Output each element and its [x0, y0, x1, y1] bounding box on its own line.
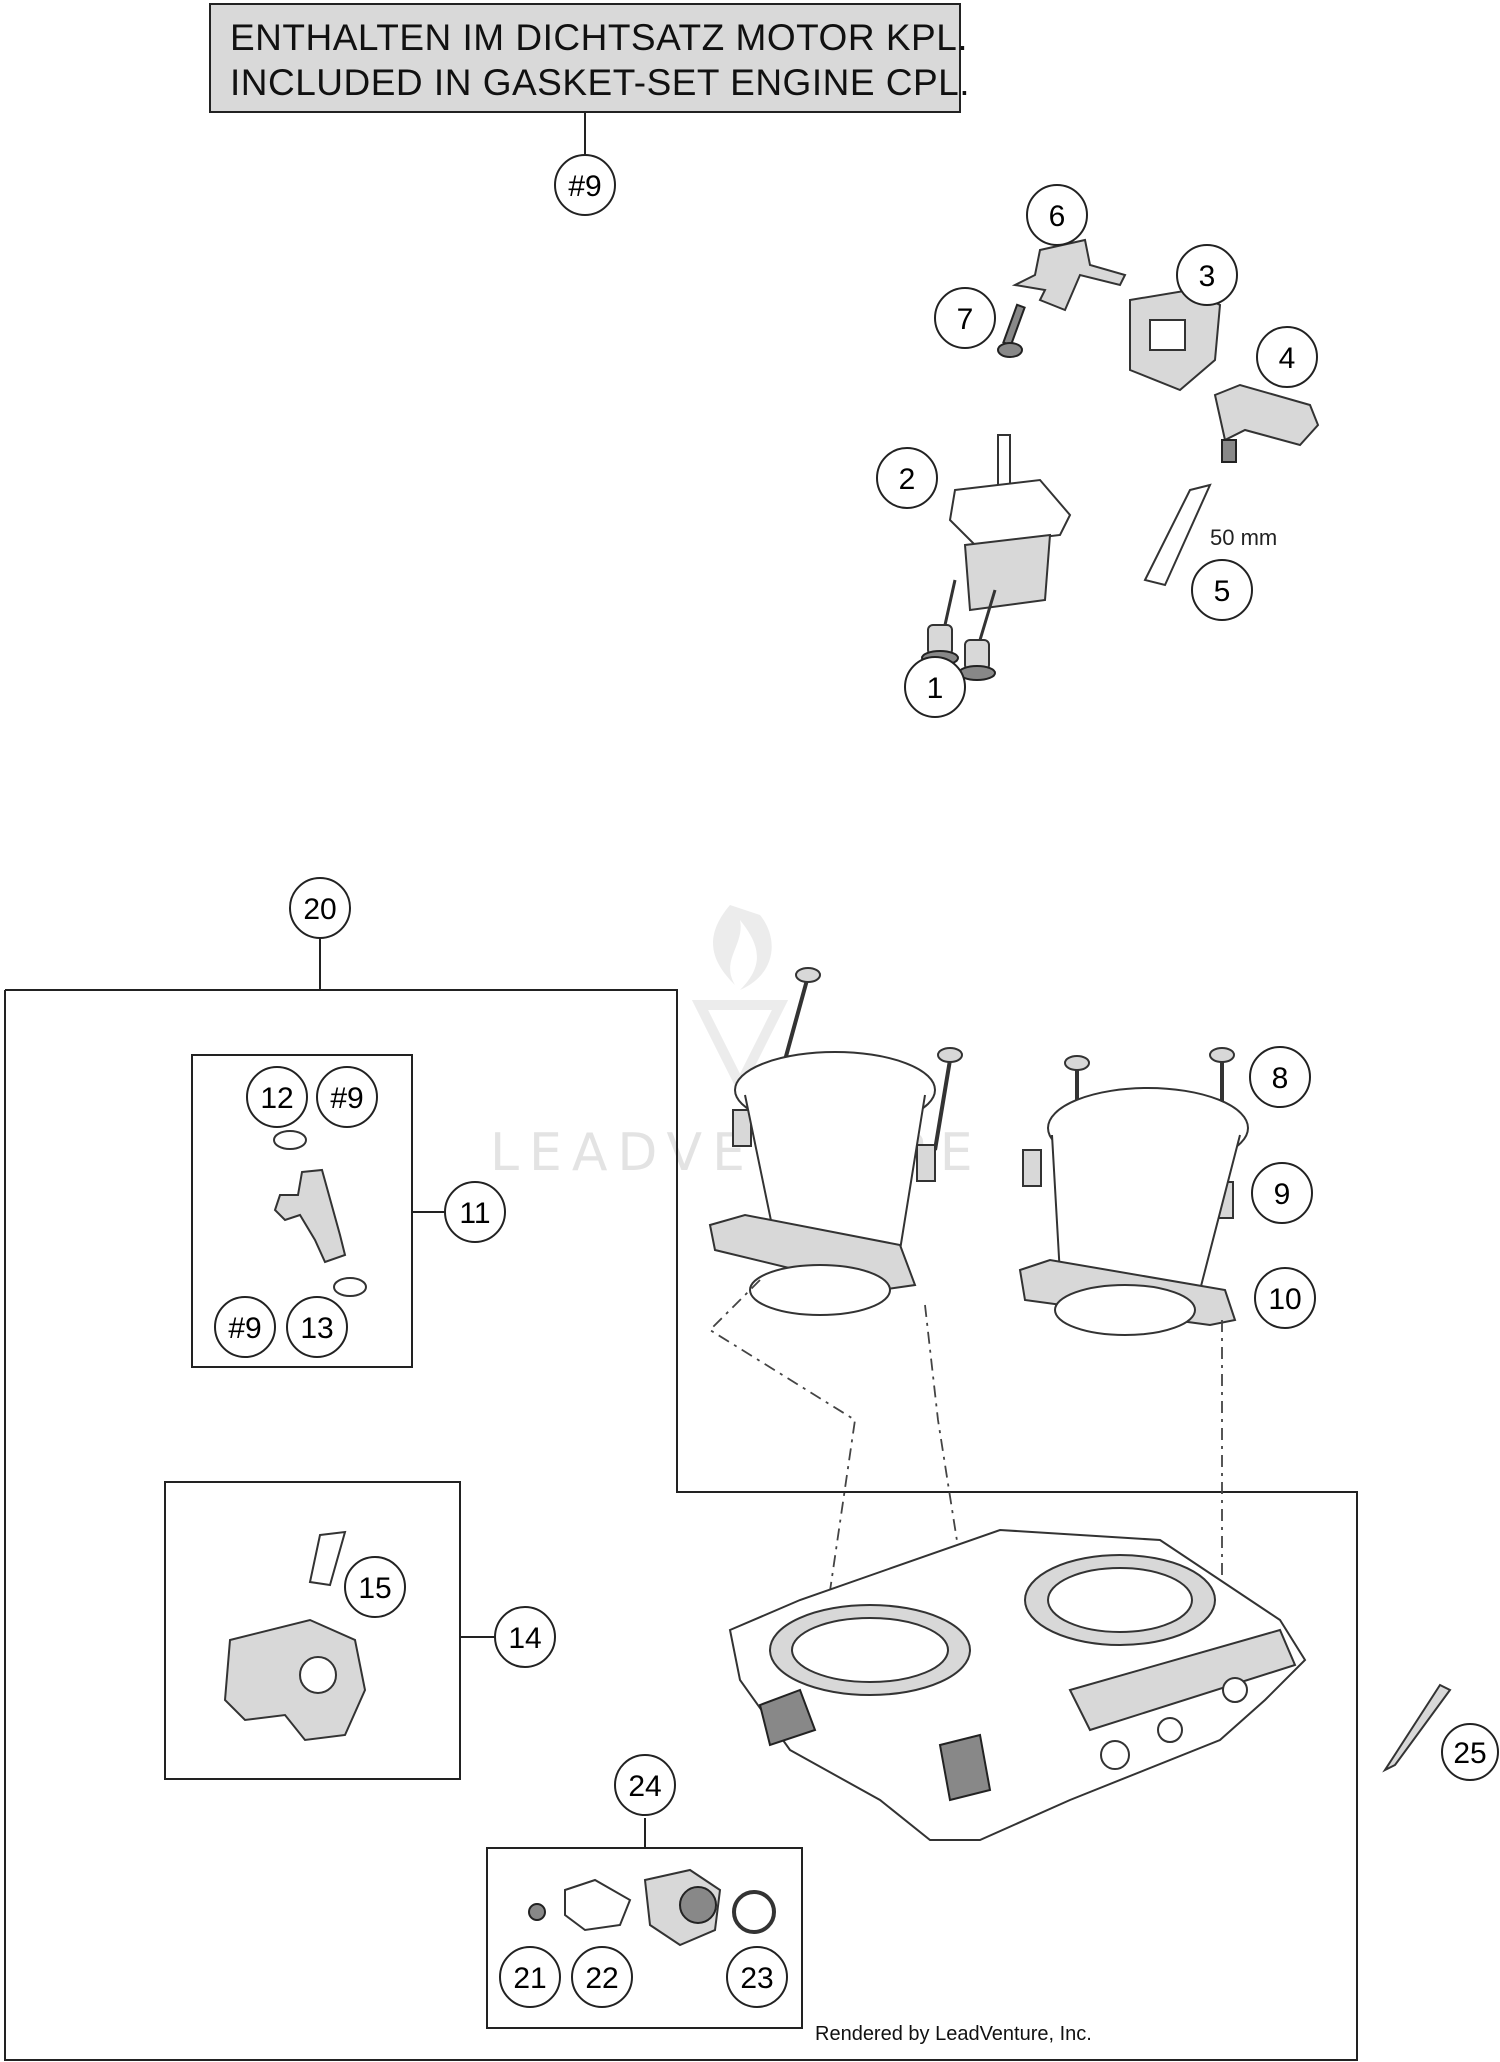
hose-length-label: 50 mm [1210, 525, 1277, 550]
callout-22: 22 [585, 1962, 618, 1995]
alignment-line [924, 1304, 961, 1561]
hose-part [1143, 483, 1212, 587]
callout-25: 25 [1453, 1737, 1486, 1770]
callout-12-ref: #9 [330, 1082, 363, 1115]
sensor-parts-group: 50 mm [921, 238, 1320, 681]
callout-13: 13 [300, 1312, 333, 1345]
callout-21: 21 [513, 1962, 546, 1995]
pressure-sensor-part [1213, 383, 1320, 447]
o-ring-part [273, 1130, 307, 1150]
gasket-plate-part [564, 1878, 632, 1932]
throttle-body-assembly-frame [4, 989, 1358, 2061]
callout-15: 15 [358, 1572, 391, 1605]
note-box [209, 3, 961, 113]
bolt-part [1209, 1047, 1235, 1063]
spacer-part [1022, 1149, 1042, 1187]
callout-13-ref: #9 [228, 1312, 261, 1345]
callout-4: 4 [1279, 342, 1296, 375]
bracket-part [1011, 238, 1127, 312]
callouts: 1 2 3 4 5 6 7 8 9 10 11 12 #9 #9 13 14 1 [214, 184, 1499, 2008]
flame-logo-icon [713, 905, 772, 990]
callout-8: 8 [1272, 1062, 1289, 1095]
callout-23: 23 [740, 1962, 773, 1995]
note-line-english: INCLUDED IN GASKET-SET ENGINE CPL. [230, 62, 970, 103]
spacer-part [916, 1144, 936, 1182]
callout-5: 5 [1214, 575, 1231, 608]
v-logo-icon [691, 1000, 789, 1097]
callout-2: 2 [899, 463, 916, 496]
callout-circle [554, 154, 616, 216]
screw-part [528, 1903, 546, 1921]
callout-6: 6 [1049, 200, 1066, 233]
callout-24: 24 [628, 1770, 661, 1803]
callout-12: 12 [260, 1082, 293, 1115]
throttle-body-main [728, 1528, 1307, 1841]
bypass-valve-frame [164, 1481, 461, 1780]
callout-14: 14 [508, 1622, 541, 1655]
o-ring-part [732, 1890, 776, 1934]
callout-9: 9 [1274, 1178, 1291, 1211]
callout-20: 20 [303, 893, 336, 926]
screw-part [308, 1530, 347, 1587]
o-ring-part [333, 1277, 367, 1297]
actuator-part [948, 478, 1072, 547]
callout-1: 1 [927, 672, 944, 705]
intake-manifolds [708, 967, 1249, 1336]
bypass-valve-part [223, 1618, 367, 1742]
callout-11: 11 [459, 1197, 490, 1230]
dowel-pin-part [1382, 1683, 1452, 1773]
callout-3: 3 [1199, 260, 1216, 293]
screw-part [1002, 303, 1026, 347]
alignment-line [708, 1279, 856, 1626]
callout-7: 7 [957, 303, 974, 336]
bolt-part [1064, 1055, 1090, 1071]
rendered-by-credit: Rendered by LeadVenture, Inc. [815, 2023, 1092, 2045]
fuel-injector-part [273, 1168, 347, 1264]
bolt-part [795, 967, 821, 983]
callout-10: 10 [1268, 1283, 1301, 1316]
note-line-german: ENTHALTEN IM DICHTSATZ MOTOR KPL. [230, 17, 968, 58]
bolt-part [937, 1047, 963, 1063]
gasket-set-note: ENTHALTEN IM DICHTSATZ MOTOR KPL. INCLUD… [209, 3, 970, 216]
callout-ref-9-top: #9 [568, 170, 601, 203]
